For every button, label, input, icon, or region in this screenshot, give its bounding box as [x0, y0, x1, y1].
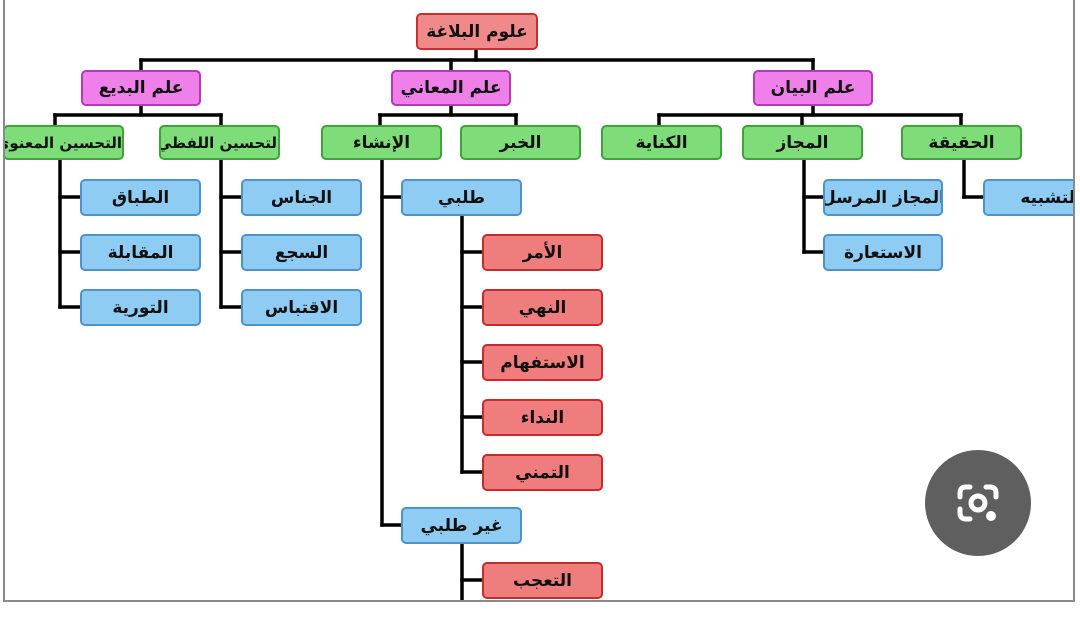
camera-lens-icon — [957, 484, 999, 522]
node-manawi-item: الطباق — [80, 179, 201, 216]
node-tashbih: التشبيه — [983, 179, 1073, 216]
node-haqiqa: الحقيقة — [901, 125, 1022, 160]
node-inshaa: الإنشاء — [321, 125, 442, 160]
node-talabi-item: الأمر — [482, 234, 603, 271]
node-talabi-item: الاستفهام — [482, 344, 603, 381]
node-manawi-item: المقابلة — [80, 234, 201, 271]
node-lafzi-item: الجناس — [241, 179, 362, 216]
connector-lines — [53, 48, 985, 600]
node-talabi-item: النهي — [482, 289, 603, 326]
node-talabi-item: النداء — [482, 399, 603, 436]
node-khabar: الخبر — [460, 125, 581, 160]
node-lafzi-item: الاقتباس — [241, 289, 362, 326]
node-istiara: الاستعارة — [823, 234, 943, 271]
lens-search-button[interactable] — [925, 450, 1031, 556]
node-talabi-item: التمني — [482, 454, 603, 491]
node-lafzi-item: السجع — [241, 234, 362, 271]
node-tahsin-manawi: التحسين المعنوي — [5, 125, 124, 160]
node-manawi-item: التورية — [80, 289, 201, 326]
node-ilm-albayan: علم البيان — [753, 70, 873, 106]
node-tahsin-lafzi: التحسين اللفظي — [159, 125, 280, 160]
node-root: علوم البلاغة — [416, 13, 538, 50]
node-kinaya: الكناية — [601, 125, 722, 160]
node-talabi: طلبي — [401, 179, 522, 216]
node-ilm-albadee: علم البديع — [81, 70, 201, 106]
diagram-image: علوم البلاغة علم البيان علم المعاني علم … — [3, 0, 1075, 602]
node-ghair-talabi-item: التعجب — [482, 562, 603, 599]
node-majaz: المجاز — [742, 125, 863, 160]
node-majaz-mursal: المجاز المرسل — [823, 179, 943, 216]
node-ilm-almaani: علم المعاني — [391, 70, 511, 106]
node-ghair-talabi: غير طلبي — [401, 507, 522, 544]
